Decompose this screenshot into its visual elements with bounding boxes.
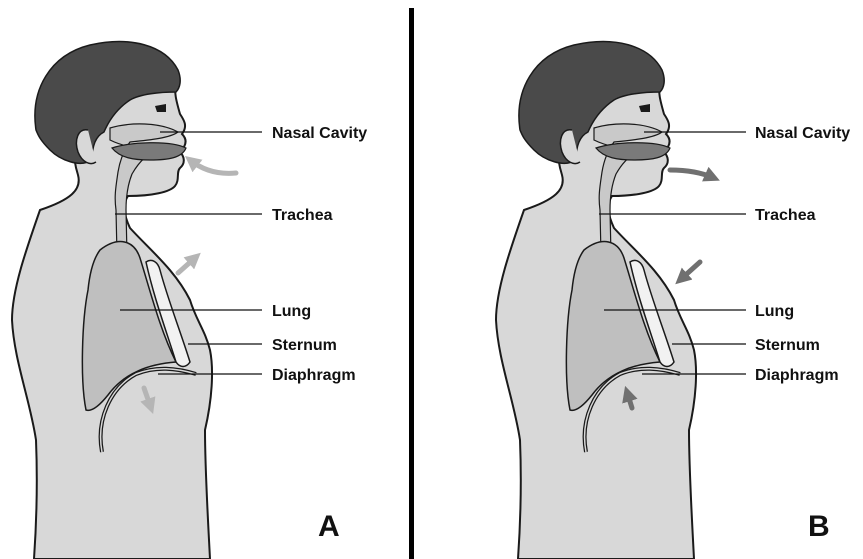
label-diaphragm-b: Diaphragm <box>755 367 839 384</box>
label-lung-b: Lung <box>755 303 794 320</box>
label-trachea-b: Trachea <box>755 207 816 224</box>
label-sternum-b: Sternum <box>755 337 820 354</box>
panel-a: Nasal Cavity Trachea Lung Sternum Diaphr… <box>12 42 367 559</box>
torso-figure-b <box>496 42 696 559</box>
torso-figure-a <box>12 42 212 559</box>
label-nasal-cavity-b: Nasal Cavity <box>755 125 850 142</box>
panel-letter-b: B <box>808 510 830 543</box>
panel-letter-a: A <box>318 510 340 543</box>
nose-exhale-arrow <box>670 170 714 178</box>
label-lung-a: Lung <box>272 303 311 320</box>
label-sternum-a: Sternum <box>272 337 337 354</box>
label-diaphragm-a: Diaphragm <box>272 367 356 384</box>
chest-contract-arrow <box>680 262 700 280</box>
panel-b: Nasal Cavity Trachea Lung Sternum Diaphr… <box>496 42 850 559</box>
label-trachea-a: Trachea <box>272 207 333 224</box>
nose-inhale-arrow <box>190 160 236 173</box>
chest-expand-arrow <box>178 257 196 273</box>
panel-divider <box>409 8 414 559</box>
label-nasal-cavity-a: Nasal Cavity <box>272 125 367 142</box>
